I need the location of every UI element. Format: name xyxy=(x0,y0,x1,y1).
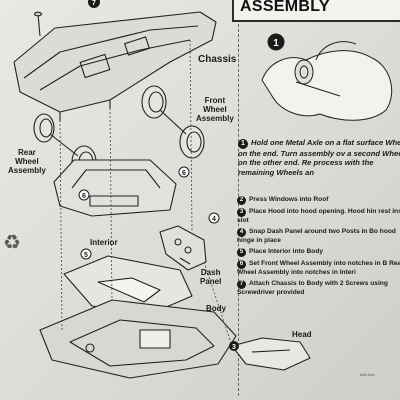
header-bar xyxy=(232,0,400,22)
callout-3: 3 xyxy=(229,341,239,351)
svg-text:5: 5 xyxy=(84,252,88,259)
step-text: Place Hood into hood opening. Hood hin r… xyxy=(237,208,400,224)
callout-6: 6 xyxy=(178,166,190,178)
svg-text:4: 4 xyxy=(212,216,216,223)
label-interior: Interior xyxy=(90,238,118,247)
callout-7: 7 xyxy=(88,0,100,8)
callout-4: 4 xyxy=(208,212,220,224)
label-rear-wheel-assembly: Rear Wheel Assembly xyxy=(8,148,46,175)
chassis-part xyxy=(13,11,217,122)
svg-text:7: 7 xyxy=(92,0,96,7)
step-text: Hold one Metal Axle on a flat surface Wh… xyxy=(238,138,400,177)
step-number: 6 xyxy=(237,260,246,269)
label-front-wheel-assembly: Front Wheel Assembly xyxy=(196,96,234,123)
svg-text:6: 6 xyxy=(182,170,186,177)
step-number: 4 xyxy=(237,228,246,237)
step-text: Place Interior into Body xyxy=(249,248,324,255)
recycle-icon: ♻ xyxy=(3,232,21,254)
svg-text:1: 1 xyxy=(273,38,279,49)
step-number: 2 xyxy=(237,196,246,205)
body-part xyxy=(39,299,237,379)
step-number: 7 xyxy=(237,280,246,289)
callout-6b: 6 xyxy=(78,189,90,201)
interior-part xyxy=(63,255,193,315)
roof-part xyxy=(53,159,177,217)
step-text: Snap Dash Panel around two Posts in Bo h… xyxy=(237,228,396,244)
label-chassis: Chassis xyxy=(198,54,237,65)
dash-panel-part xyxy=(159,225,207,271)
label-dash-panel: Dash Panel xyxy=(200,268,222,286)
step-number: 5 xyxy=(237,248,246,257)
step-text: Press Windows into Roof xyxy=(249,196,329,203)
step-text: Attach Chassis to Body with 2 Screws usi… xyxy=(237,280,388,296)
label-hood: Head xyxy=(292,330,312,339)
step-number: 1 xyxy=(238,139,248,149)
svg-text:6: 6 xyxy=(82,193,86,200)
hand-icon: 1 xyxy=(261,33,393,121)
label-body: Body xyxy=(206,304,226,313)
step-number: 3 xyxy=(237,208,246,217)
page-title: ASSEMBLY xyxy=(240,0,330,15)
front-wheel-assembly xyxy=(141,85,205,159)
screw-icon xyxy=(33,11,43,37)
part-number: ###-### xyxy=(360,372,375,377)
svg-text:3: 3 xyxy=(232,344,236,351)
step-text: Set Front Wheel Assembly into notches in… xyxy=(237,260,400,276)
hood-part xyxy=(231,337,311,371)
callout-5: 5 xyxy=(80,248,92,260)
